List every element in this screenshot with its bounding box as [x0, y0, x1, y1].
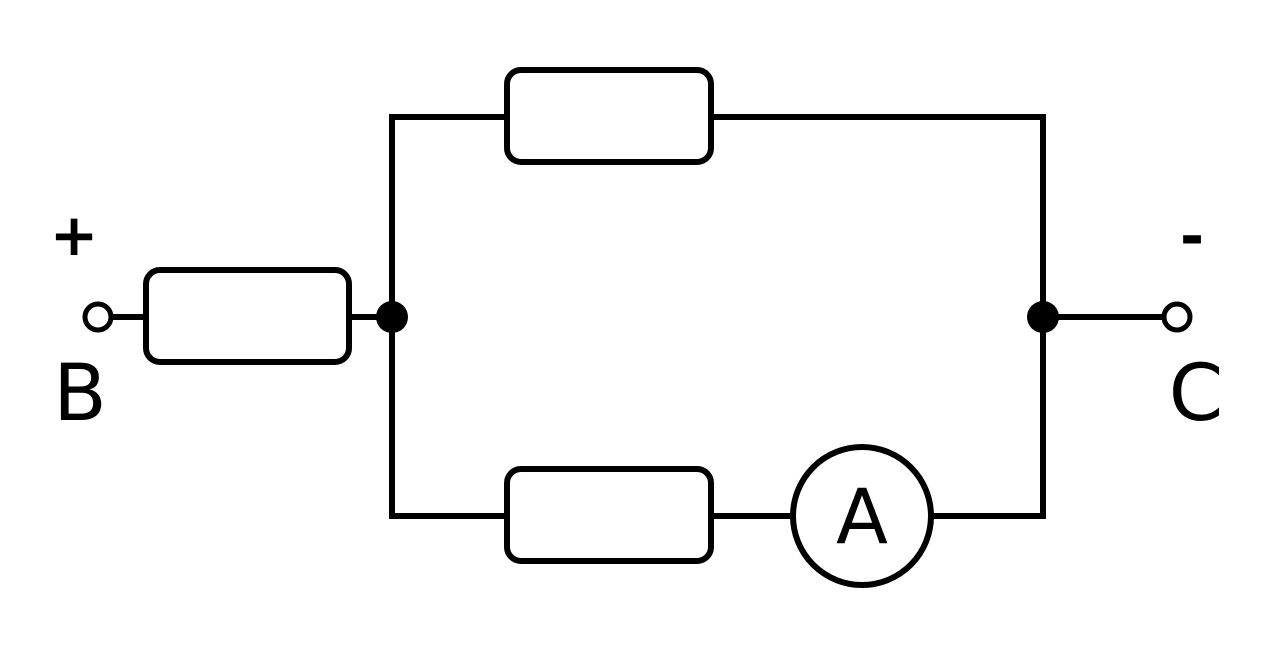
resistor-series [143, 267, 352, 365]
ammeter-label: A [836, 472, 888, 561]
junction-node-left [376, 301, 408, 333]
terminal-left-polarity: + [50, 201, 99, 269]
ammeter: A [790, 444, 934, 588]
terminal-right [1161, 301, 1193, 333]
ammeter-circle [790, 444, 934, 588]
terminal-right-label: C [1169, 349, 1223, 439]
resistor-top-branch [504, 67, 714, 165]
wire-top-branch-left [389, 114, 510, 320]
terminal-right-polarity: - [1180, 202, 1204, 270]
terminal-left-label: B [53, 349, 107, 439]
wire-bottom-branch-left [389, 314, 510, 519]
resistor-bottom-branch [504, 466, 714, 564]
wire-top-branch-right [708, 114, 1046, 320]
wire-ammeter-to-right-node [928, 314, 1046, 519]
wires [108, 114, 1166, 519]
terminal-left [82, 301, 114, 333]
junction-node-right [1027, 301, 1059, 333]
